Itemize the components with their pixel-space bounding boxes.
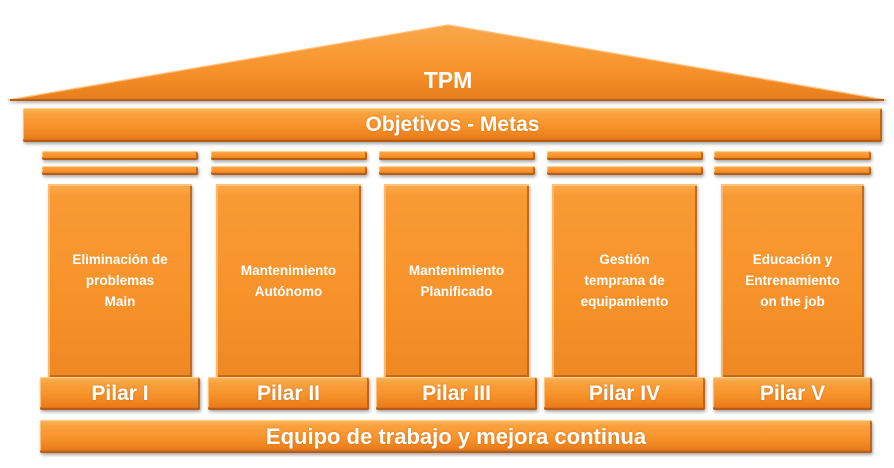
foundation-bar: Equipo de trabajo y mejora continua	[40, 420, 872, 453]
pillar-1-body: Eliminación de problemas Main	[48, 184, 192, 377]
pillar-4-capital-bottom	[547, 166, 703, 175]
pillar-2-capital-bottom	[211, 166, 367, 175]
pillar-5-body: Educación y Entrenamiento on the job	[721, 184, 864, 377]
foundation-label: Equipo de trabajo y mejora continua	[265, 423, 647, 449]
pillar-5-capital-bottom	[714, 166, 871, 175]
pillar-2-label: Pilar II	[256, 381, 321, 405]
pillar-5-text: Educación y Entrenamiento on the job	[745, 252, 840, 309]
pillar-2-base: Pilar II	[208, 377, 369, 410]
pillar-4-text: Gestión temprana de equipamiento	[580, 252, 669, 309]
pillar-5-capital-top	[714, 151, 871, 160]
pillar-4-label: Pilar IV	[588, 381, 661, 405]
pillar-1-capital-bottom	[42, 166, 198, 175]
pillar-4-base: Pilar IV	[544, 377, 705, 410]
pillar-3-base: Pilar III	[376, 377, 537, 410]
pillar-1-text: Eliminación de problemas Main	[72, 252, 168, 309]
pillar-1-base: Pilar I	[40, 377, 200, 410]
pillar-2-text: Mantenimiento Autónomo	[240, 262, 337, 299]
pillar-2-body: Mantenimiento Autónomo	[216, 184, 361, 377]
pillar-4-body: Gestión temprana de equipamiento	[552, 184, 697, 377]
pillar-3-text: Mantenimiento Planificado	[408, 262, 505, 299]
roof-triangle	[7, 24, 887, 101]
objectives-label: Objetivos - Metas	[365, 113, 540, 136]
pillar-5-base: Pilar V	[713, 377, 872, 410]
pillar-5-label: Pilar V	[759, 381, 826, 405]
objectives-bar: Objetivos - Metas	[23, 108, 882, 142]
roof-title: TPM	[423, 67, 473, 93]
pillar-1-capital-top	[42, 151, 198, 160]
pillar-3-body: Mantenimiento Planificado	[384, 184, 529, 377]
pillar-2-capital-top	[211, 151, 367, 160]
pillar-3-label: Pilar III	[422, 381, 491, 405]
pillar-3-capital-bottom	[379, 166, 535, 175]
pillar-1-label: Pilar I	[91, 381, 149, 405]
pillar-3-capital-top	[379, 151, 535, 160]
pillar-4-capital-top	[547, 151, 703, 160]
